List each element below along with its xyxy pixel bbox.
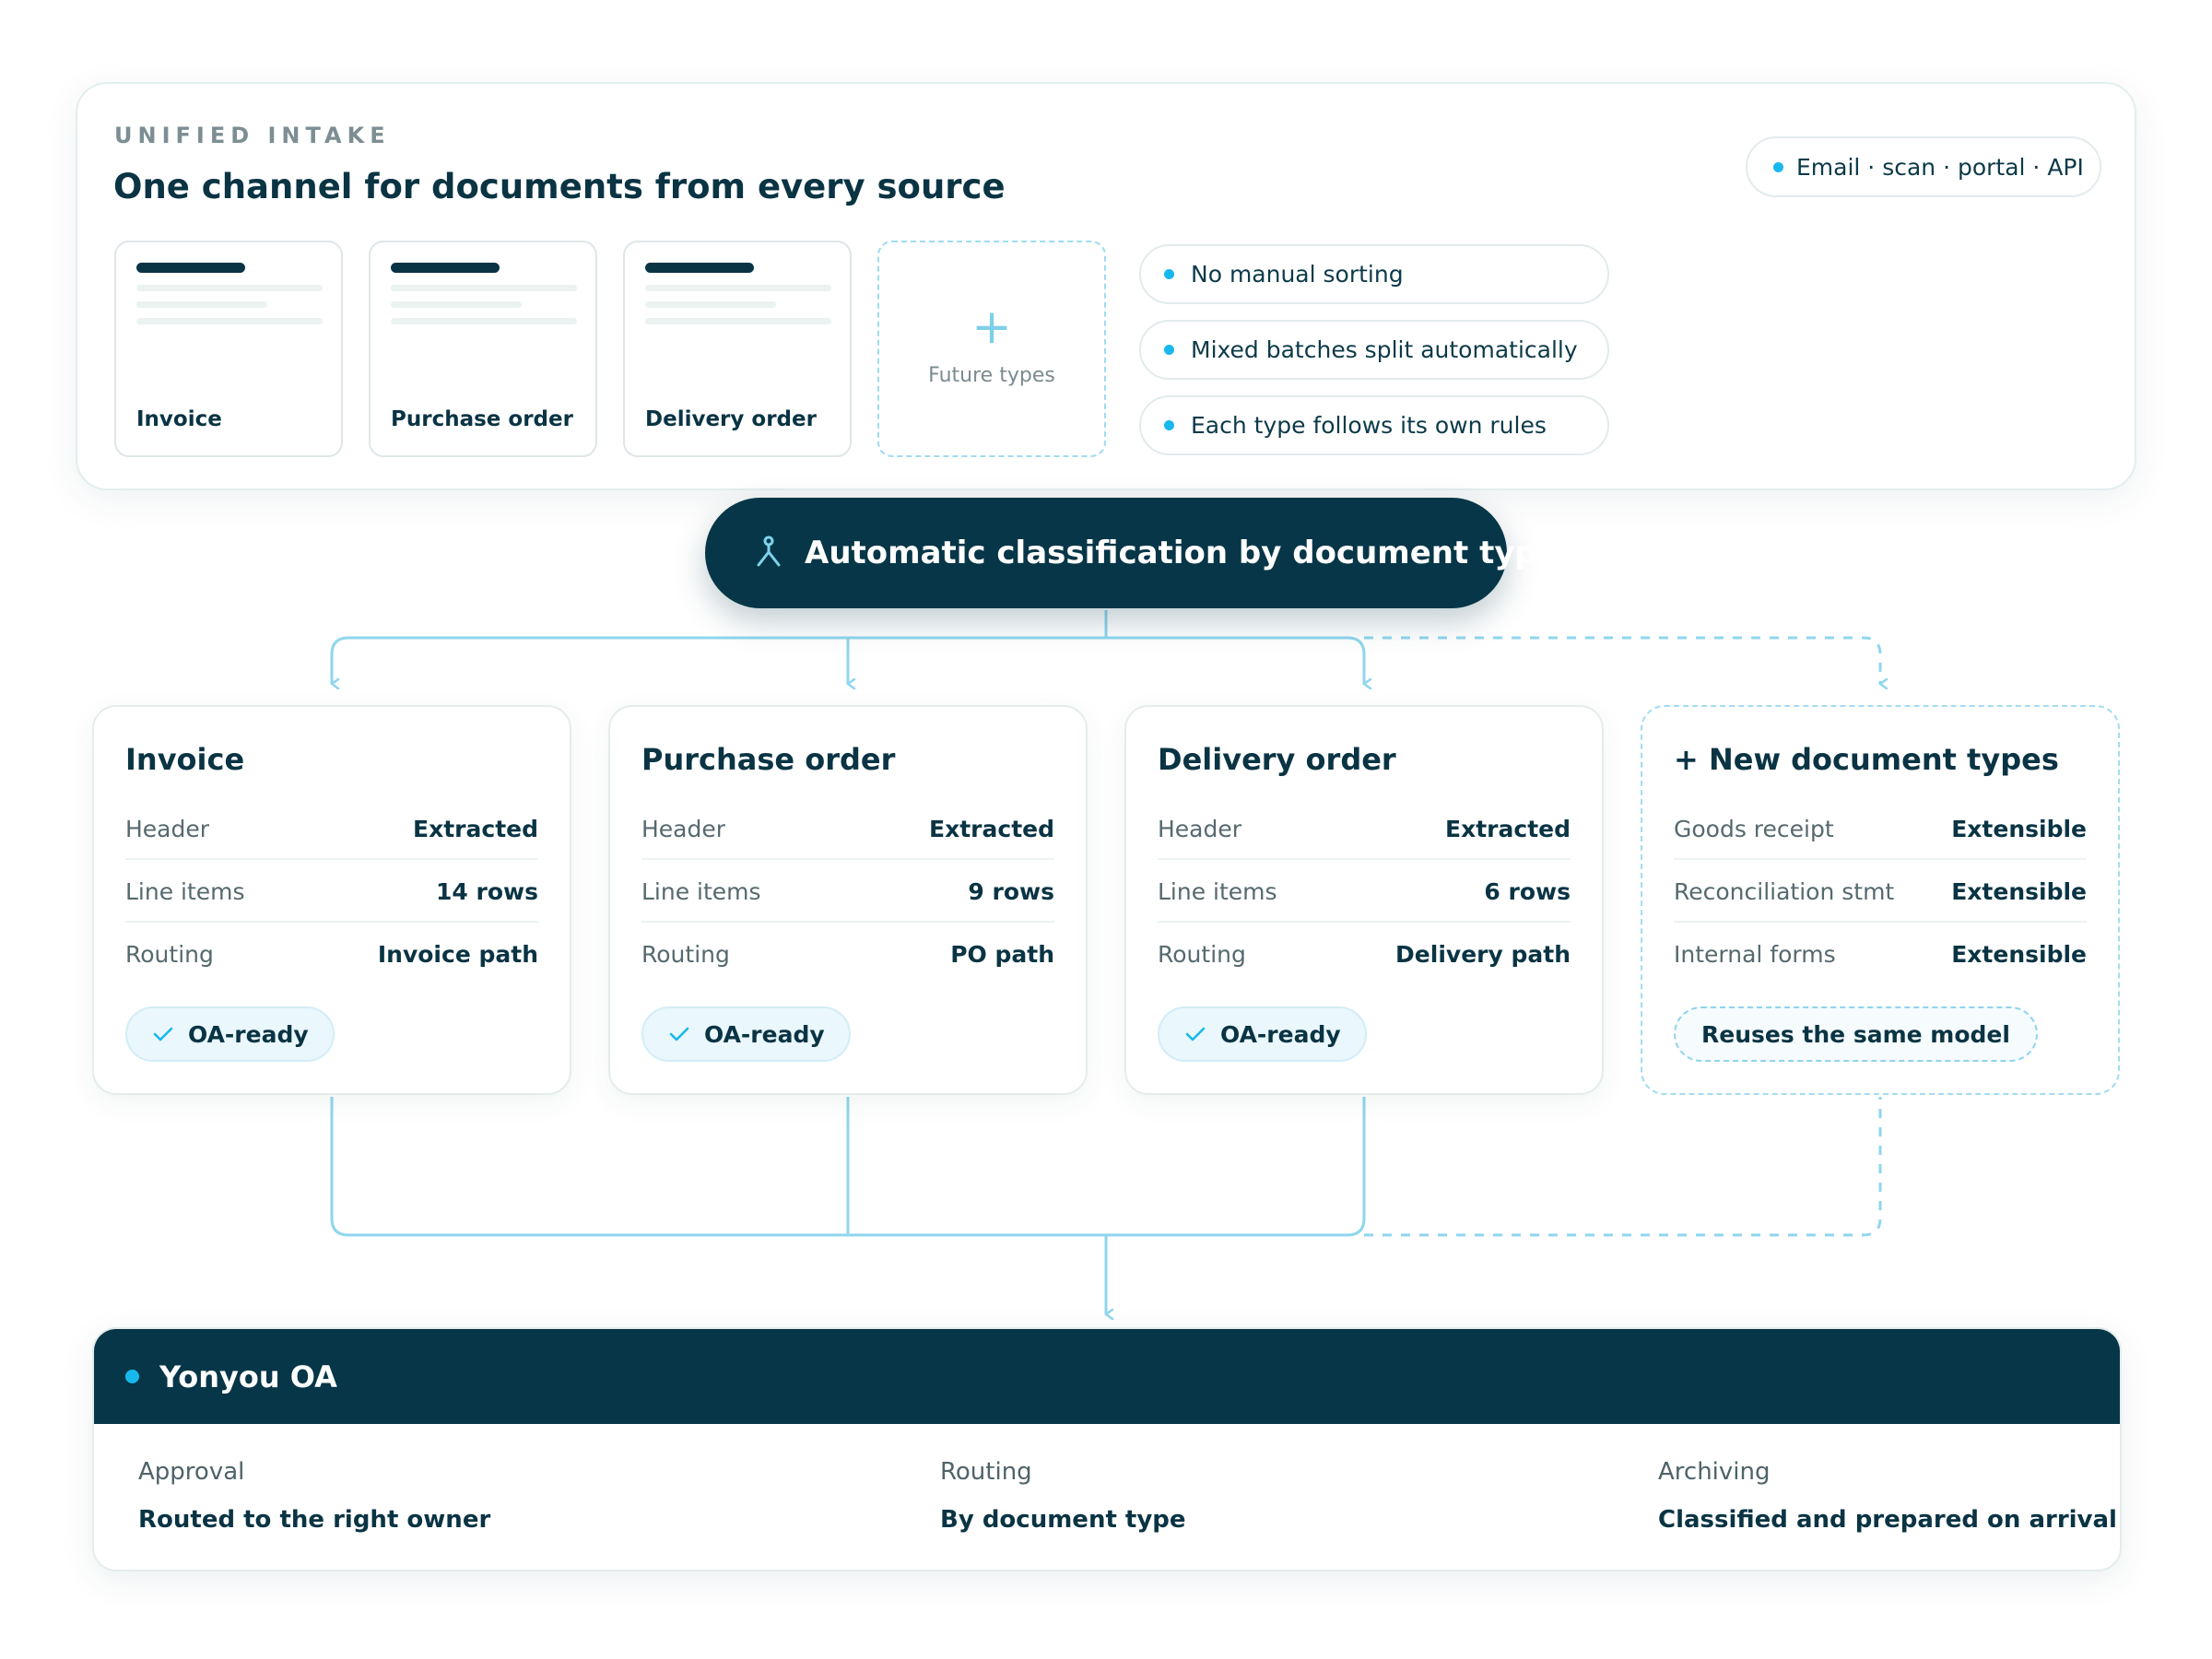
doc-card-label: Purchase order [391,407,573,431]
bullet-dot [1773,161,1783,172]
oa-ready-badge: OA-ready [1158,1006,1367,1062]
row-value: PO path [950,940,1054,968]
bullet-dot [1164,345,1174,355]
intake-title: One channel for documents from every sou… [113,167,1006,206]
doc-card-purchase-order: Purchase order [369,241,597,457]
row-key: Goods receipt [1674,815,1834,842]
badge-label: OA-ready [188,1020,309,1048]
detail-row: Routing PO path [641,923,1054,985]
future-types-label: Future types [928,364,1055,387]
row-key: Line items [125,877,245,905]
intake-eyebrow: UNIFIED INTAKE [114,123,391,148]
row-key: Header [125,815,210,842]
oa-column-key: Routing [940,1458,1032,1486]
row-value: Extracted [1445,815,1571,842]
feature-label: Mixed batches split automatically [1191,336,1578,363]
row-value: Extensible [1951,877,2087,905]
type-card-title: Delivery order [1158,742,1396,777]
row-key: Routing [641,940,730,968]
feature-pill: No manual sorting [1139,244,1609,304]
detail-row: Header Extracted [1158,797,1571,860]
row-value: 14 rows [436,877,538,905]
split-icon [757,535,781,567]
row-key: Routing [125,940,214,968]
source-channels-label: Email · scan · portal · API [1796,153,2084,181]
oa-title: Yonyou OA [159,1359,337,1394]
row-value: Delivery path [1395,940,1571,968]
oa-header: Yonyou OA [94,1329,2120,1424]
feature-pill: Mixed batches split automatically [1139,320,1609,380]
bullet-dot [1164,420,1174,430]
detail-row: Header Extracted [641,797,1054,860]
yonyou-oa-card: Yonyou OA Approval Routed to the right o… [92,1327,2122,1571]
type-card-title: Purchase order [641,742,896,777]
row-key: Line items [641,877,761,905]
doc-card-label: Delivery order [645,407,817,431]
reuse-model-badge: Reuses the same model [1674,1006,2038,1062]
row-value: Extracted [413,815,538,842]
oa-column-value: Routed to the right owner [138,1506,491,1534]
doc-card-label: Invoice [136,407,222,431]
oa-column-value: By document type [940,1506,1186,1534]
type-card-title: Invoice [125,742,245,777]
unified-intake-card: UNIFIED INTAKE One channel for documents… [76,82,2136,490]
future-types-card: + Future types [877,241,1106,457]
oa-column-archiving: Archiving Classified and prepared on arr… [1658,1458,2117,1534]
branch-connector-delivery [1106,636,1364,684]
oa-ready-badge: OA-ready [641,1006,851,1062]
row-value: Invoice path [377,940,538,968]
row-key: Header [641,815,726,842]
oa-column-routing: Routing By document type [940,1458,1186,1534]
classification-step: Automatic classification by document typ… [705,498,1559,608]
classification-label: Automatic classification by document typ… [805,535,1559,571]
merge-connector [330,1097,1366,1237]
oa-ready-badge: OA-ready [125,1006,335,1062]
row-value: 9 rows [968,877,1054,905]
row-value: Extracted [929,815,1054,842]
row-key: Internal forms [1674,940,1836,968]
detail-row: Line items 6 rows [1158,860,1571,923]
oa-column-key: Approval [138,1458,245,1486]
badge-label: OA-ready [1220,1020,1341,1048]
row-value: Extensible [1951,815,2087,842]
doc-card-invoice: Invoice [114,241,343,457]
status-dot [125,1370,139,1383]
oa-column-key: Archiving [1658,1458,1771,1486]
feature-label: No manual sorting [1191,261,1404,288]
row-value: Extensible [1951,940,2087,968]
doc-card-delivery-order: Delivery order [623,241,852,457]
row-key: Reconciliation stmt [1674,877,1895,905]
feature-pill: Each type follows its own rules [1139,395,1609,455]
plus-icon: + [971,300,1012,355]
oa-column-value: Classified and prepared on arrival [1658,1506,2117,1534]
detail-row: Line items 14 rows [125,860,538,923]
detail-row: Line items 9 rows [641,860,1054,923]
detail-row: Header Extracted [125,797,538,860]
detail-row: Reconciliation stmt Extensible [1674,860,2087,923]
branch-connector-invoice [330,636,1106,684]
merge-connector-new [1364,1097,1882,1237]
type-card-title: + New document types [1674,742,2059,777]
bullet-dot [1164,269,1174,279]
row-value: 6 rows [1484,877,1571,905]
row-key: Routing [1158,940,1246,968]
badge-label: OA-ready [704,1020,825,1048]
row-key: Header [1158,815,1242,842]
branch-connector-new [1364,636,1880,684]
source-channels-pill: Email · scan · portal · API [1746,136,2101,197]
row-key: Line items [1158,877,1277,905]
feature-label: Each type follows its own rules [1191,412,1547,439]
check-icon [153,1027,173,1041]
detail-row: Internal forms Extensible [1674,923,2087,985]
detail-row: Routing Delivery path [1158,923,1571,985]
check-icon [1185,1027,1206,1041]
check-icon [669,1027,689,1041]
detail-row: Routing Invoice path [125,923,538,985]
detail-row: Goods receipt Extensible [1674,797,2087,860]
oa-column-approval: Approval Routed to the right owner [138,1458,490,1534]
